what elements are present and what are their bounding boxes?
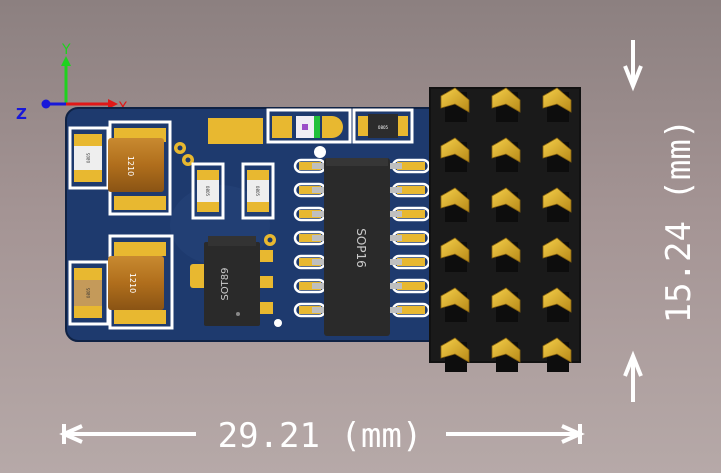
width-dimension-label: 29.21 (mm)	[218, 416, 423, 456]
capacitor-1210-bottom	[108, 256, 164, 310]
resistor-small-top	[74, 146, 102, 170]
resistor-b	[247, 180, 269, 202]
res-top-right-label: 0805	[378, 125, 389, 130]
sot89-label: SOT89	[220, 267, 231, 300]
sop16-body	[324, 158, 390, 336]
header-pin	[542, 87, 572, 113]
header-pin	[440, 137, 470, 163]
header-pin	[491, 237, 521, 263]
height-dimension-label: 15.24 (mm)	[659, 119, 699, 324]
res-small-label: 0805	[86, 152, 91, 163]
resistor-a	[197, 180, 219, 202]
resistor-top-right	[368, 114, 398, 138]
y-axis-label: Y	[61, 42, 71, 58]
header-pin	[542, 287, 572, 313]
res-a-label: 0805	[205, 186, 210, 197]
header-pin	[542, 137, 572, 163]
capacitor-1210-top	[108, 138, 164, 192]
height-dimension: 15.24 (mm)	[623, 40, 699, 402]
header-pin	[491, 337, 521, 363]
sot89-regulator: SOT89	[190, 236, 273, 326]
res-b-label: 0805	[255, 186, 260, 197]
header-pin	[440, 237, 470, 263]
sop16-label: SOP16	[354, 228, 368, 268]
cap-top-label: 1210	[126, 156, 135, 176]
header-pin	[542, 187, 572, 213]
top-components: 0805	[208, 108, 414, 144]
cap-cluster-top: 0805 1210	[68, 120, 172, 216]
width-dimension: 29.21 (mm)	[59, 416, 585, 456]
header-pin	[542, 337, 572, 363]
sop16-ic: SOP16	[293, 158, 431, 336]
header-pin	[491, 287, 521, 313]
sop16-leads	[312, 163, 402, 313]
sot89-body	[204, 242, 260, 326]
res-left-bottom-label: 0805	[86, 287, 91, 298]
header-pin	[491, 187, 521, 213]
z-axis-label: Z	[16, 105, 27, 123]
cap-bottom-label: 1210	[128, 273, 137, 293]
header-pin	[491, 87, 521, 113]
resistor-pair: 0805 0805	[191, 162, 275, 220]
cap-cluster-bottom: 0805 1210	[68, 234, 174, 330]
header-pin	[491, 137, 521, 163]
vias	[174, 142, 326, 327]
header-pin	[440, 337, 470, 363]
pin-header-3x6	[429, 87, 581, 372]
resistor-small-bottom	[74, 280, 102, 306]
header-pin	[440, 187, 470, 213]
header-pin	[440, 287, 470, 313]
header-pin	[440, 87, 470, 113]
header-pin	[542, 237, 572, 263]
